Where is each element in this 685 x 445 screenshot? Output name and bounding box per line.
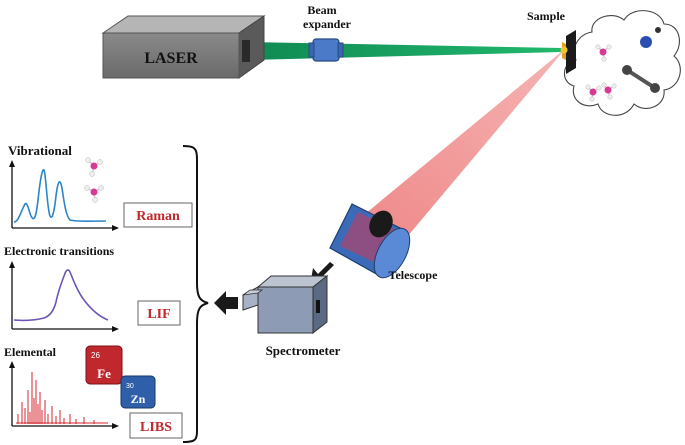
- sample-label: Sample: [527, 9, 566, 23]
- raman-box: Raman: [123, 202, 193, 228]
- arrow-to-results: [214, 291, 238, 315]
- vibrational-label: Vibrational: [8, 143, 72, 158]
- elemental-axes: [11, 366, 114, 427]
- element-tile-zn: 30 Zn: [120, 375, 156, 409]
- telescope-label: Telescope: [389, 268, 439, 282]
- lif-box: LIF: [137, 300, 181, 326]
- lif-spectrum: [13, 269, 109, 322]
- element-tile-fe: 26 Fe: [85, 345, 123, 385]
- spectrometer: [242, 274, 329, 335]
- zn-atomic-number: 30: [126, 383, 134, 390]
- fe-symbol: Fe: [97, 366, 111, 381]
- vibrational-axes: [11, 165, 114, 229]
- laser-box: LASER: [101, 15, 266, 79]
- raman-label: Raman: [136, 209, 180, 224]
- lif-label: LIF: [147, 307, 170, 322]
- green-laser-beam: [248, 42, 562, 60]
- telescope: [329, 203, 411, 279]
- vibration-molecule-icons: [84, 157, 104, 203]
- elemental-label: Elemental: [4, 345, 57, 359]
- spectrometer-label: Spectrometer: [266, 343, 341, 358]
- beam-label: Beam: [307, 3, 336, 17]
- expander-label: expander: [303, 17, 352, 31]
- fe-atomic-number: 26: [91, 351, 100, 360]
- molecule-icons: [585, 27, 661, 102]
- zn-symbol: Zn: [131, 392, 146, 406]
- beam-expander: [308, 38, 344, 62]
- raman-spectrum: [13, 169, 107, 223]
- electronic-label: Electronic transitions: [4, 244, 114, 258]
- libs-spectrum: [16, 372, 108, 424]
- electronic-axes: [11, 266, 114, 330]
- red-return-beam: [342, 48, 566, 250]
- results-brace: [182, 145, 209, 443]
- laser-label: LASER: [144, 50, 198, 67]
- sample-target: [560, 30, 576, 74]
- libs-label: LIBS: [140, 420, 172, 435]
- molecule-cloud: [563, 10, 681, 116]
- libs-box: LIBS: [129, 412, 183, 439]
